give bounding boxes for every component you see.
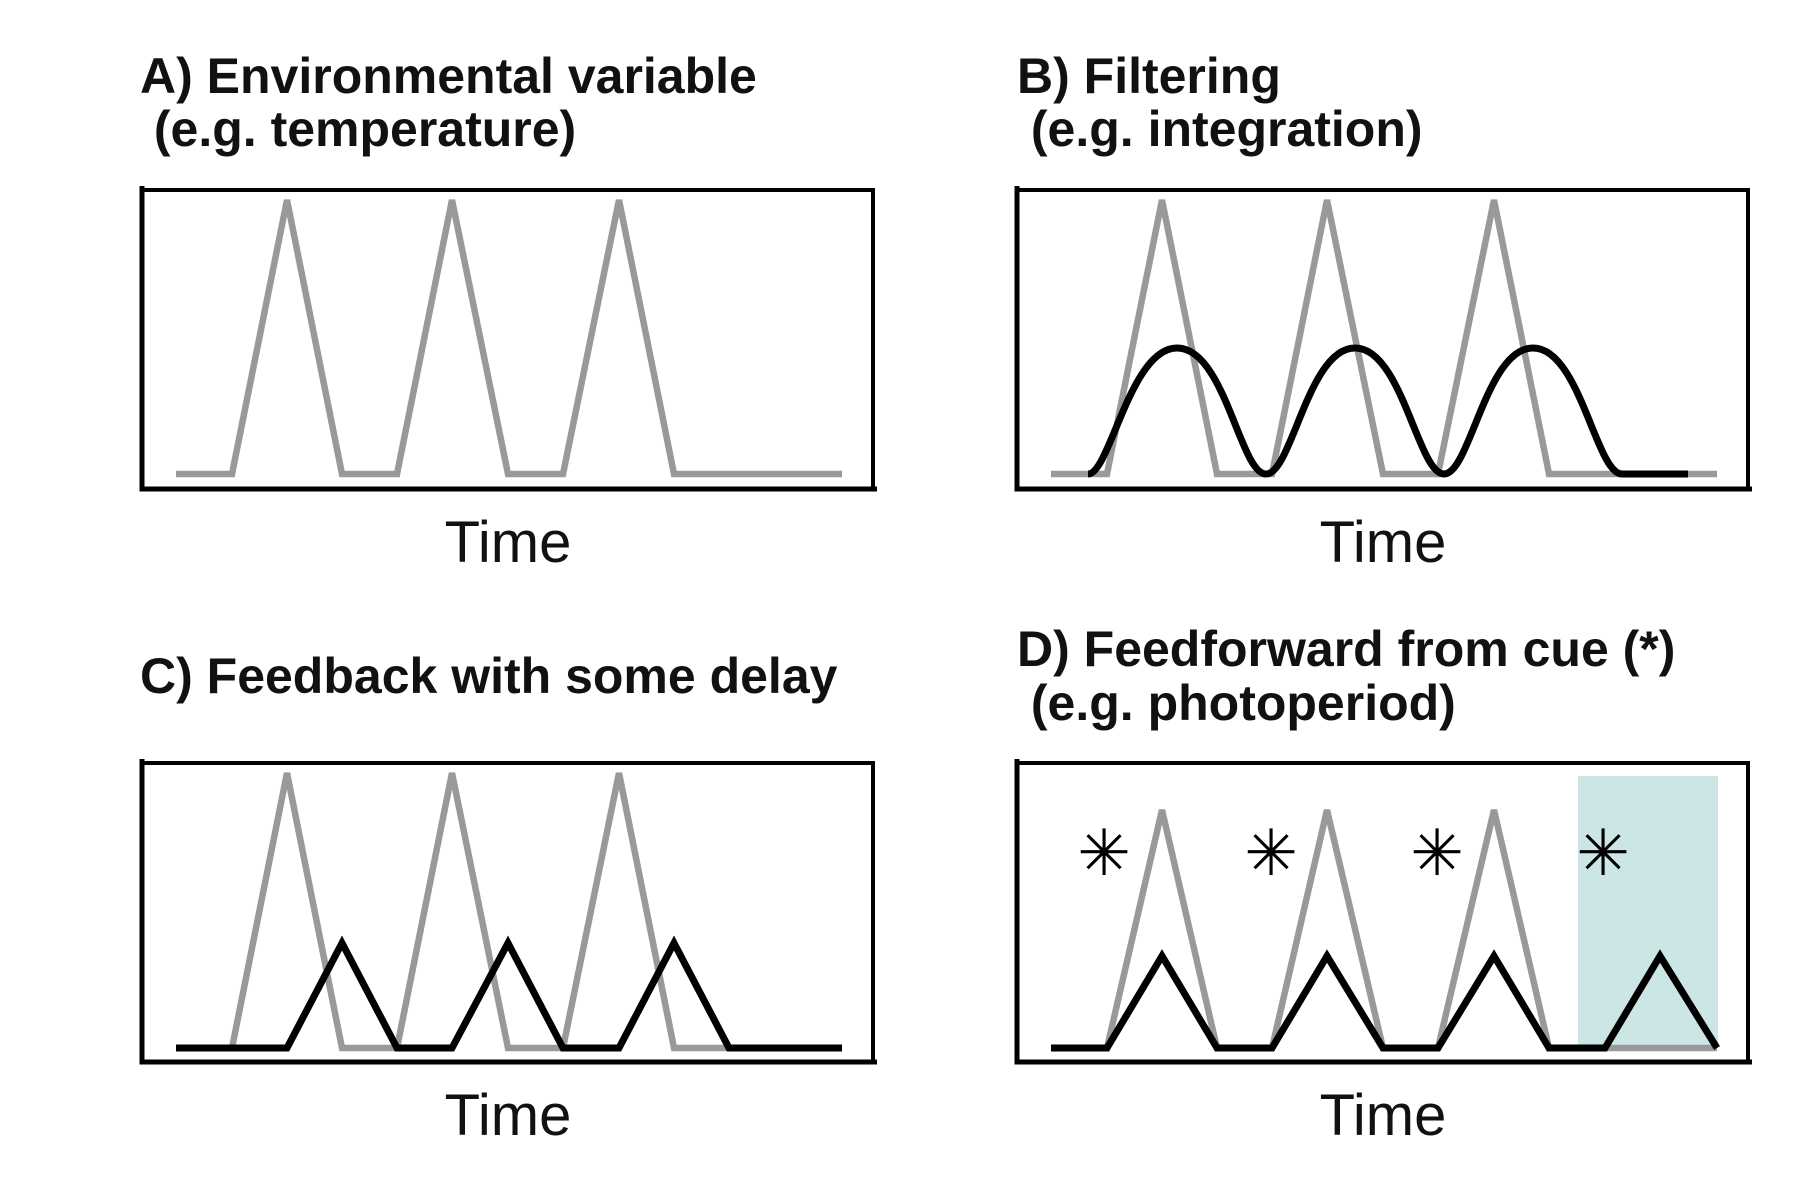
panel-c-title-line1: C) Feedback with some delay <box>140 648 838 704</box>
panel-d-axes <box>1014 759 1752 1065</box>
panel-d-cue-marker-2: ✳ <box>1244 817 1298 891</box>
panel-c-plot-frame <box>140 761 875 1064</box>
panel-d-xlabel: Time <box>1320 1083 1447 1148</box>
panel-d-response-line <box>1051 949 1720 1052</box>
panel-d-title-line2: (e.g. photoperiod) <box>1017 675 1456 731</box>
panel-d-highlight-region <box>1578 776 1718 1046</box>
panel-b-title-line2: (e.g. integration) <box>1017 101 1423 157</box>
panel-b-xlabel: Time <box>1320 510 1447 575</box>
panel-c-environment-line <box>176 772 842 1052</box>
panel-d-plot: ✳ ✳ ✳ ✳ <box>1014 759 1752 1065</box>
panel-a-plot <box>139 186 877 492</box>
panel-b-environment-line <box>1051 199 1717 478</box>
panel-c: C) Feedback with some delay Time <box>139 648 877 1148</box>
panel-a-title-line2: (e.g. temperature) <box>140 101 576 157</box>
panel-a-axes <box>139 186 877 492</box>
panel-b: B) Filtering (e.g. integration) Time <box>1014 48 1752 575</box>
panel-b-response-curve <box>1086 344 1688 478</box>
panel-c-response-line <box>176 935 842 1052</box>
panel-d-environment-line <box>1051 809 1717 1052</box>
panel-b-plot-frame <box>1015 188 1750 491</box>
panel-c-axes <box>139 759 877 1065</box>
panel-a-plot-frame <box>140 188 875 491</box>
panel-d-cue-marker-3: ✳ <box>1410 817 1464 891</box>
panel-b-plot <box>1014 186 1752 492</box>
panel-c-xlabel: Time <box>445 1083 572 1148</box>
panel-d-title-line1: D) Feedforward from cue (*) <box>1017 621 1675 677</box>
panel-d-cue-marker-4: ✳ <box>1576 817 1630 891</box>
panel-b-title-line1: B) Filtering <box>1017 48 1281 104</box>
panel-a-environment-line <box>176 199 842 478</box>
panel-a-xlabel: Time <box>445 510 572 575</box>
panel-b-axes <box>1014 186 1752 492</box>
panel-d-cue-marker-1: ✳ <box>1077 817 1131 891</box>
panel-d: D) Feedforward from cue (*) (e.g. photop… <box>1014 621 1752 1148</box>
panel-a-title-line1: A) Environmental variable <box>140 48 757 104</box>
panel-c-plot <box>139 759 877 1065</box>
panel-a: A) Environmental variable (e.g. temperat… <box>139 48 877 575</box>
